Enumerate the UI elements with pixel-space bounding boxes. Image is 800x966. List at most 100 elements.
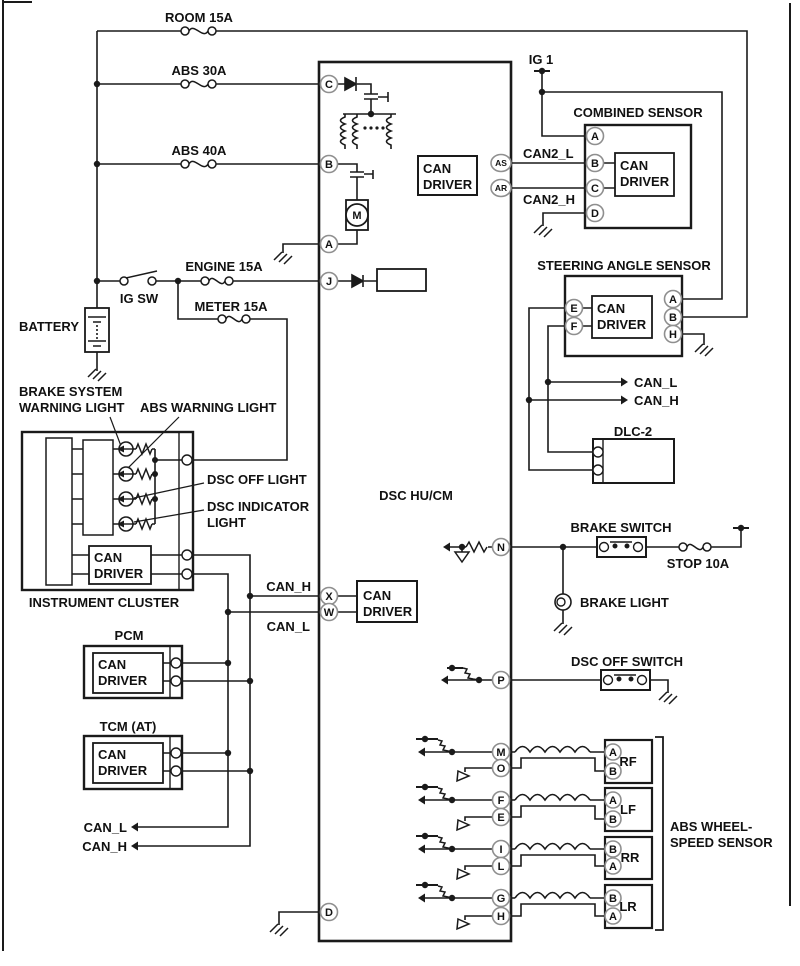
brake-light-bulb: [554, 593, 572, 611]
sas-terminal-a: A: [669, 294, 677, 306]
dsc-terminal-as: AS: [495, 158, 507, 168]
dsc-terminal-o: O: [497, 763, 506, 775]
fuse-meter-15a: [217, 314, 251, 324]
combined-sensor-label: COMBINED SENSOR: [573, 105, 703, 120]
dsc-can2-driver-label: DRIVER: [423, 177, 473, 192]
pcm-box: [82, 644, 184, 700]
sas-terminal-f: F: [571, 321, 578, 333]
combined-can-driver-box: [614, 152, 675, 197]
tcm-can-label: CAN: [98, 747, 126, 762]
brake-system-warning-label-1: BRAKE SYSTEM: [19, 384, 122, 399]
instrument-cluster-label: INSTRUMENT CLUSTER: [29, 595, 180, 610]
rr-terminal-a: A: [609, 861, 617, 873]
stop-fuse-label: STOP 10A: [667, 556, 730, 571]
pcm-label: PCM: [115, 628, 144, 643]
dsc-terminal-a: A: [325, 239, 333, 251]
sensor-lf-box: [603, 786, 654, 833]
dsc-can-driver-box: [356, 580, 418, 623]
steering-angle-sensor-label: STEERING ANGLE SENSOR: [537, 258, 711, 273]
connector-pins: [170, 446, 604, 777]
sas-terminal-e: E: [570, 303, 577, 315]
can2-l-label: CAN2_L: [523, 146, 574, 161]
dsc-driver-label: DRIVER: [363, 604, 413, 619]
instrument-cluster-box: [20, 430, 195, 592]
can-l-w-label: CAN_L: [267, 619, 310, 634]
sensor-rf-box: [603, 738, 654, 785]
dsc-terminal-c: C: [325, 79, 333, 91]
fuse-engine-15a: [200, 276, 234, 286]
sensor-lr-label: LR: [619, 899, 637, 914]
rr-terminal-b: B: [609, 844, 617, 856]
pcm-can-label: CAN: [98, 657, 126, 672]
abs-warning-lamp: [117, 466, 134, 482]
dsc-off-switch-box: [600, 669, 651, 691]
rf-terminal-b: B: [609, 766, 617, 778]
dsc-terminal-l: L: [498, 861, 505, 873]
dlc2-box: [592, 438, 675, 484]
sensor-rr-label: RR: [621, 850, 640, 865]
dsc-terminal-ar: AR: [495, 183, 507, 193]
rf-terminal-a: A: [609, 747, 617, 759]
battery-cells: [88, 316, 106, 347]
battery-box: [84, 307, 110, 353]
can-h-sas-label: CAN_H: [634, 393, 679, 408]
cluster-warning-lamps: [117, 441, 134, 532]
meter-fuse-label: METER 15A: [195, 299, 269, 314]
can-h-out-label: CAN_H: [82, 839, 127, 854]
ground-symbols: [87, 224, 714, 937]
dsc-hucm-box: [317, 60, 513, 943]
dsc-terminal-d: D: [325, 907, 333, 919]
page-border: [2, 0, 791, 951]
lr-terminal-b: B: [609, 893, 617, 905]
fuse-symbols: [180, 26, 712, 552]
dsc-terminal-j: J: [326, 276, 332, 288]
cluster-can-driver-box: [88, 545, 152, 585]
component-boxes: [20, 60, 693, 943]
dsc-terminal-p: P: [497, 675, 504, 687]
fuse-stop-10a: [678, 542, 712, 552]
solenoid-coils: [339, 114, 394, 149]
dsc-off-switch-label: DSC OFF SWITCH: [571, 654, 683, 669]
sas-terminal-b: B: [669, 312, 677, 324]
combined-terminal-b: B: [591, 158, 599, 170]
dsc-terminal-b: B: [325, 159, 333, 171]
dsc-off-lamp: [117, 491, 134, 507]
terminal-rings: [319, 74, 683, 926]
dsc-can2-driver-box: [417, 155, 478, 196]
room-fuse-label: ROOM 15A: [165, 10, 234, 25]
wires: [72, 30, 748, 925]
engine-fuse-label: ENGINE 15A: [185, 259, 263, 274]
shield-ground-arrows: [453, 551, 471, 931]
ignition-switch: [119, 270, 158, 286]
combined-driver-label: DRIVER: [620, 174, 670, 189]
dsc-terminal-x: X: [325, 591, 333, 603]
dsc-terminal-f: F: [498, 795, 505, 807]
dsc-can2-can-label: CAN: [423, 161, 451, 176]
pcm-driver-label: DRIVER: [98, 673, 148, 688]
abs30-fuse-label: ABS 30A: [172, 63, 228, 78]
brake-switch-label: BRAKE SWITCH: [570, 520, 671, 535]
combined-terminal-a: A: [591, 131, 599, 143]
switch-contacts: [598, 541, 648, 686]
abs40-fuse-label: ABS 40A: [172, 143, 228, 158]
tcm-driver-label: DRIVER: [98, 763, 148, 778]
coil-ellipsis-dots: [363, 126, 385, 130]
abs-wheel-speed-label-2: SPEED SENSOR: [670, 835, 773, 850]
ig-sw-label: IG SW: [120, 291, 159, 306]
brake-switch-box: [596, 536, 647, 558]
sas-terminal-h: H: [669, 329, 677, 341]
dsc-indicator-lamp: [117, 516, 134, 532]
pump-relay-box: [376, 268, 427, 292]
tcm-label: TCM (AT): [100, 719, 157, 734]
dsc-can-label: CAN: [363, 588, 391, 603]
power-tap-bars: [416, 70, 749, 886]
dsc-off-light-label: DSC OFF LIGHT: [207, 472, 307, 487]
sensor-lr-box: [603, 883, 654, 930]
lf-terminal-a: A: [609, 795, 617, 807]
pump-motor: M: [345, 199, 369, 231]
lr-terminal-a: A: [609, 911, 617, 923]
fuse-abs-40a: [180, 159, 217, 169]
dsc-terminal-e: E: [497, 812, 504, 824]
sas-driver-label: DRIVER: [597, 317, 647, 332]
